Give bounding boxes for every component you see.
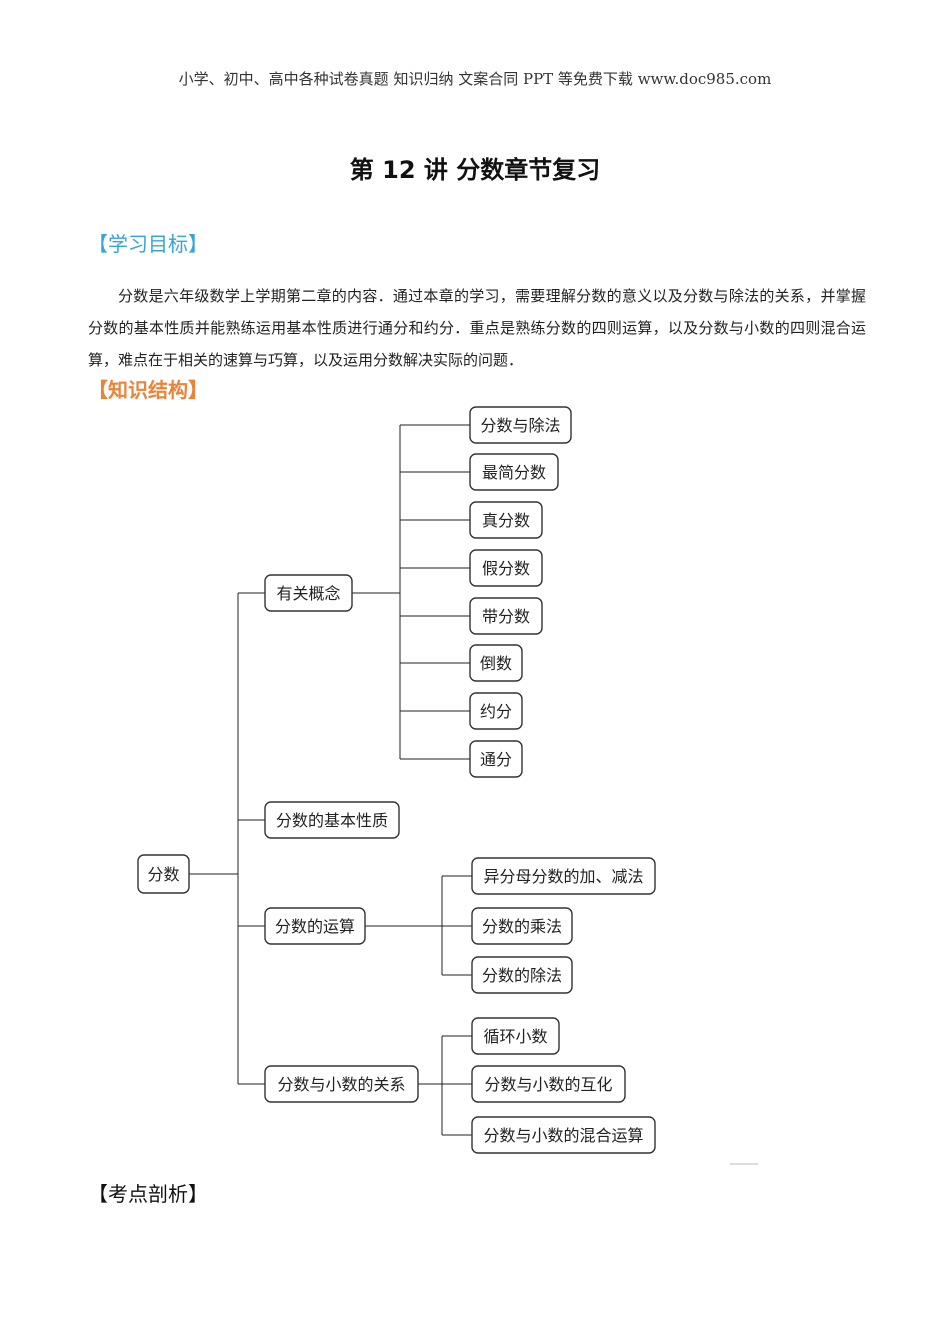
mindmap-leaf: 最简分数 (469, 453, 559, 491)
svg-text:分数的除法: 分数的除法 (482, 966, 562, 985)
learning-goals-paragraph: 分数是六年级数学上学期第二章的内容．通过本章的学习，需要理解分数的意义以及分数与… (88, 287, 866, 369)
svg-text:分数与除法: 分数与除法 (480, 416, 560, 435)
svg-text:异分母分数的加、减法: 异分母分数的加、减法 (483, 867, 643, 886)
mindmap-leaf: 倒数 (469, 644, 523, 682)
svg-text:分数的基本性质: 分数的基本性质 (276, 811, 388, 830)
svg-text:倒数: 倒数 (480, 654, 512, 673)
mindmap-leaf: 分数与小数的互化 (471, 1065, 626, 1103)
mindmap-leaf: 异分母分数的加、减法 (471, 857, 656, 895)
page-header-text: 小学、初中、高中各种试卷真题 知识归纳 文案合同 PPT 等免费下载 www.d… (178, 70, 772, 88)
section-heading-learning-goals: 【学习目标】 (88, 232, 208, 256)
mindmap-leaf: 循环小数 (471, 1017, 560, 1055)
mindmap-branch-concepts: 有关概念 (264, 574, 353, 612)
svg-text:假分数: 假分数 (482, 559, 530, 578)
mindmap-leaf: 假分数 (469, 549, 543, 587)
svg-text:分数与小数的关系: 分数与小数的关系 (277, 1075, 405, 1094)
svg-text:分数: 分数 (147, 865, 179, 884)
svg-text:分数与小数的混合运算: 分数与小数的混合运算 (483, 1126, 643, 1145)
mindmap-root-node: 分数 (137, 854, 190, 894)
page-title: 第 12 讲 分数章节复习 (349, 156, 601, 184)
mindmap-branch-operations: 分数的运算 (264, 907, 366, 945)
mindmap-leaf: 分数的乘法 (471, 907, 573, 945)
mindmap-leaf: 分数与除法 (469, 406, 572, 444)
section-heading-knowledge-structure: 【知识结构】 (88, 378, 208, 402)
svg-text:分数的运算: 分数的运算 (275, 917, 355, 936)
mindmap-leaf: 分数的除法 (471, 956, 573, 994)
mindmap-leaf: 分数与小数的混合运算 (471, 1116, 656, 1154)
mindmap-leaf: 带分数 (469, 597, 543, 635)
svg-text:分数的乘法: 分数的乘法 (482, 917, 562, 936)
mindmap-leaf: 约分 (469, 692, 523, 730)
mindmap-branch-decimal-relation: 分数与小数的关系 (264, 1065, 419, 1103)
svg-text:有关概念: 有关概念 (276, 584, 340, 603)
svg-text:最简分数: 最简分数 (482, 463, 546, 482)
mindmap-connectors (189, 424, 758, 1165)
svg-text:通分: 通分 (480, 750, 512, 769)
mindmap-leaf: 通分 (469, 740, 523, 778)
section-heading-exam-analysis: 【考点剖析】 (88, 1182, 208, 1206)
mindmap-leaf: 真分数 (469, 501, 543, 539)
svg-text:真分数: 真分数 (482, 511, 530, 530)
svg-text:循环小数: 循环小数 (483, 1027, 547, 1046)
mindmap-branch-basic-property: 分数的基本性质 (264, 801, 400, 839)
svg-text:带分数: 带分数 (482, 607, 530, 626)
svg-text:分数与小数的互化: 分数与小数的互化 (484, 1075, 612, 1094)
svg-text:约分: 约分 (480, 702, 512, 721)
